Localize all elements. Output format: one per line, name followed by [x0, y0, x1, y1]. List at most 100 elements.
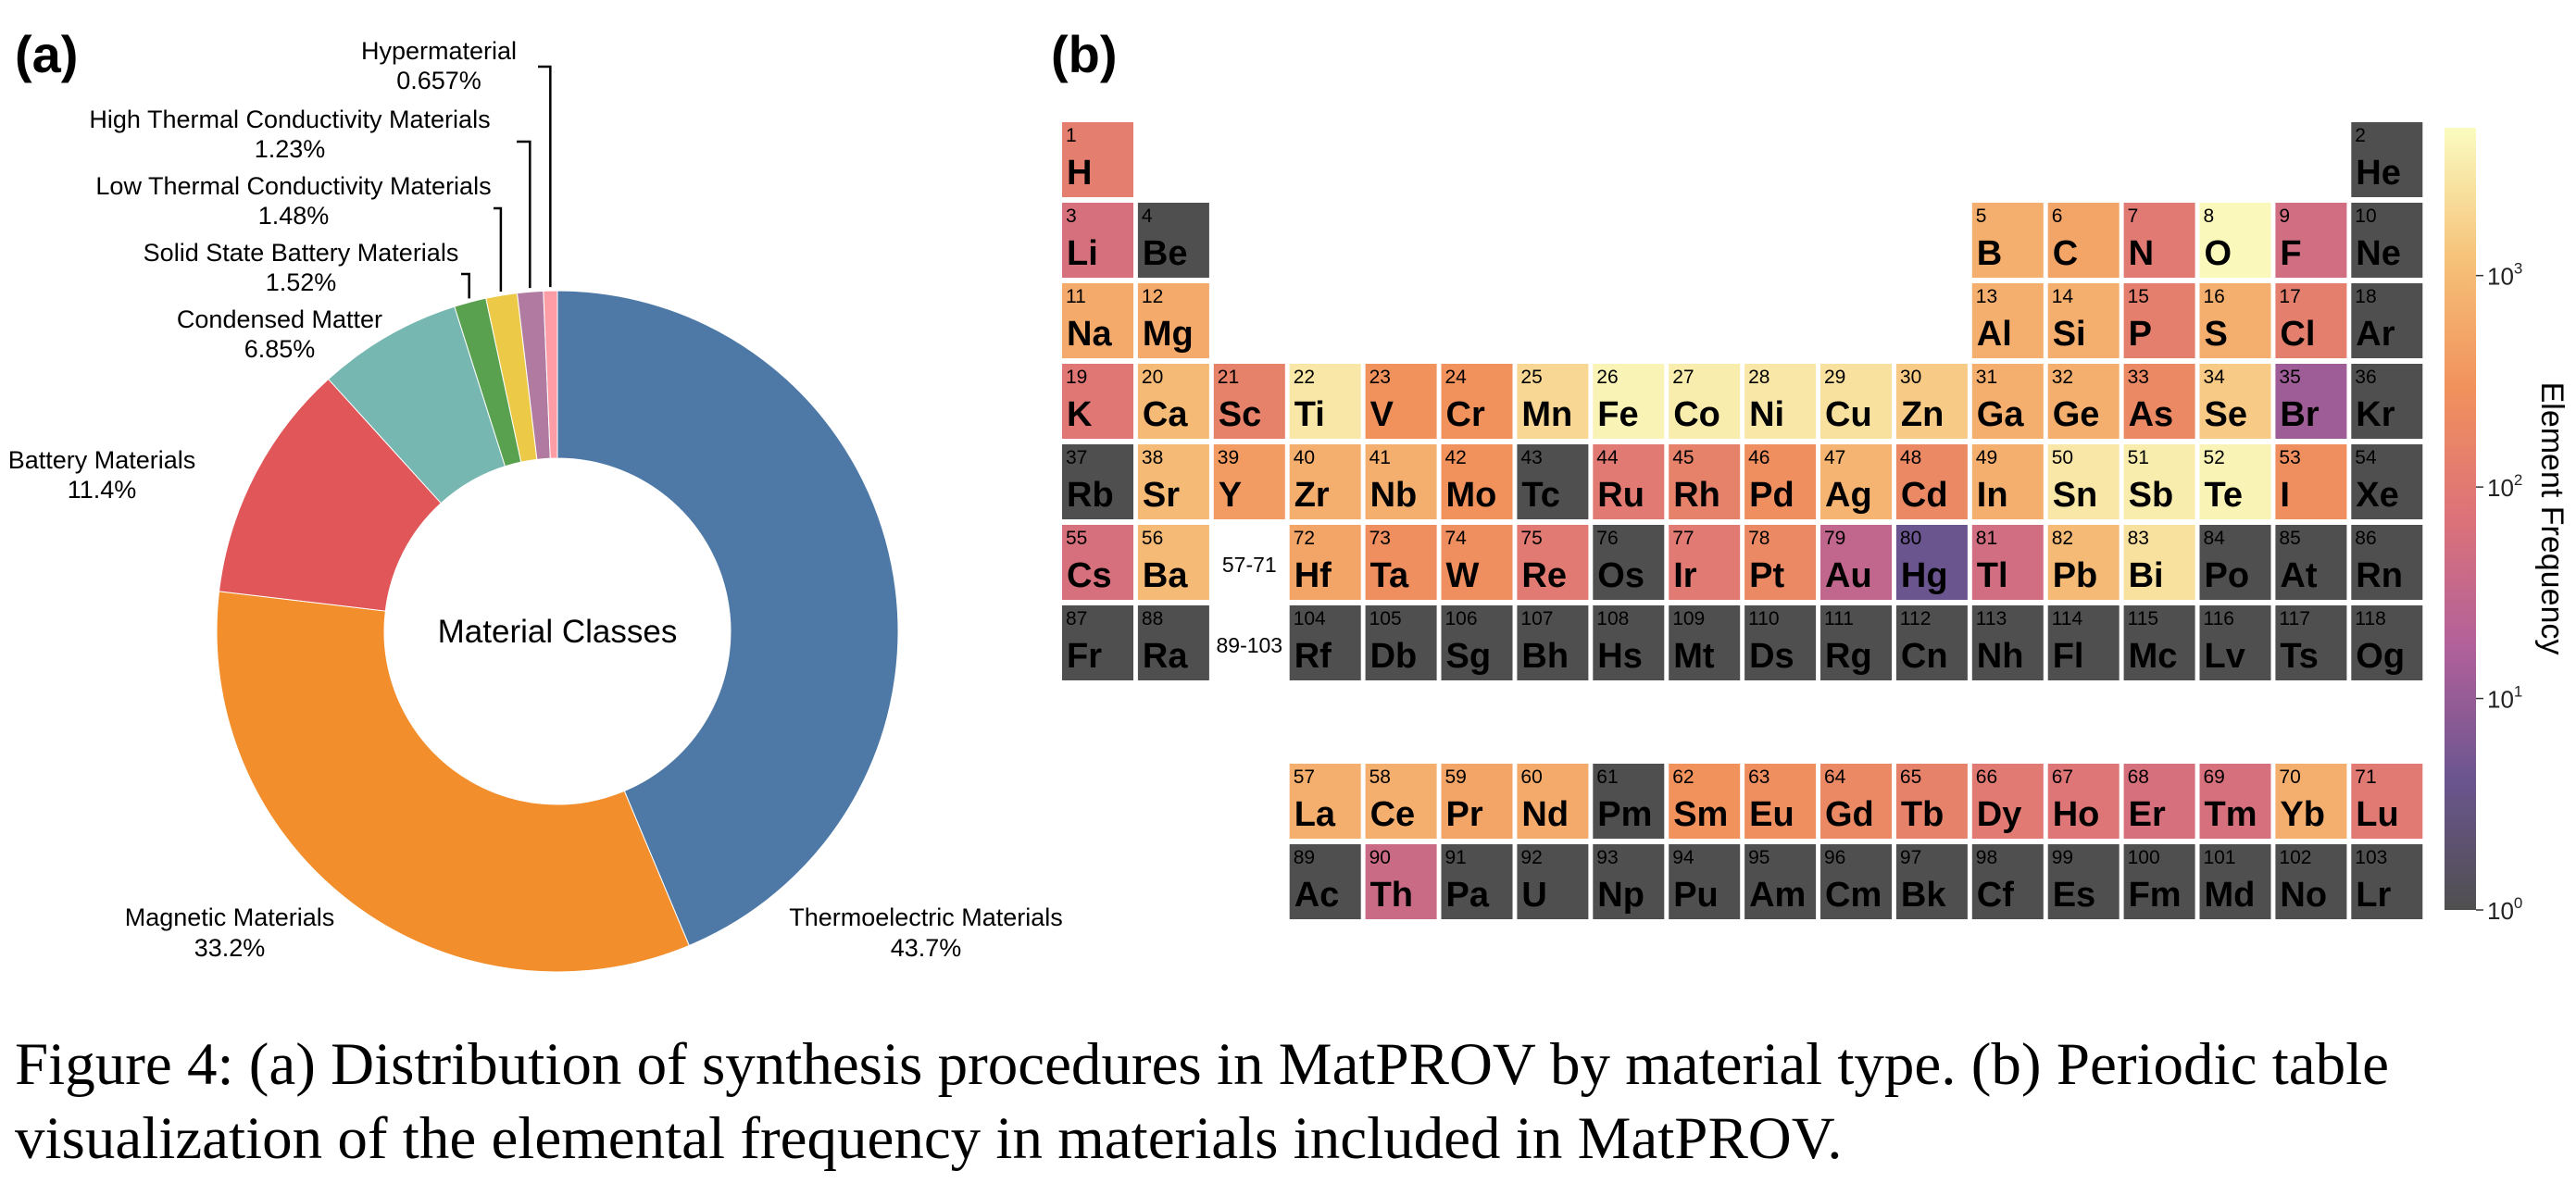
element-symbol: Es [2053, 876, 2095, 915]
element-cell-bg [1820, 444, 1892, 519]
element-cell-bg [1971, 844, 2044, 919]
element-cell-bg [1289, 364, 1361, 439]
element-cell-bg [1365, 764, 1437, 839]
element-symbol: Cm [1825, 876, 1882, 915]
element-number: 11 [1066, 286, 1086, 307]
element-cell-bg [1517, 364, 1589, 439]
element-symbol: Fm [2129, 876, 2182, 915]
element-number: 72 [1294, 528, 1315, 549]
donut-label-pct: 11.4% [68, 476, 137, 504]
element-cell-s: 16S [2199, 283, 2271, 358]
element-symbol: N [2129, 234, 2154, 273]
element-cell-bg [1669, 605, 1741, 680]
element-number: 89 [1294, 847, 1315, 868]
element-cell-bg [2351, 844, 2423, 919]
element-symbol: Hg [1901, 556, 1948, 595]
element-cell-bg [1669, 844, 1741, 919]
element-symbol: Ar [2356, 315, 2395, 354]
element-cell-bg [1289, 764, 1361, 839]
element-cell-bg [1971, 444, 2044, 519]
element-cell-bg [1593, 364, 1665, 439]
panel-b-label: (b) [1051, 25, 1118, 83]
element-symbol: O [2205, 234, 2232, 273]
element-cell-be: 4Be [1137, 203, 1209, 278]
element-number: 78 [1748, 528, 1769, 549]
element-symbol: Cu [1825, 395, 1872, 434]
element-cell-bg [1669, 364, 1741, 439]
element-number: 50 [2052, 447, 2073, 468]
element-symbol: Nb [1370, 476, 1418, 515]
donut-slice-battery-materials [218, 378, 443, 612]
element-number: 43 [1520, 447, 1542, 468]
element-symbol: Cf [1977, 876, 2014, 915]
element-symbol: S [2205, 315, 2228, 354]
element-symbol: Cn [1901, 637, 1948, 676]
element-cell-bg [1441, 844, 1513, 919]
colorbar-tick-label: 102 [2487, 471, 2522, 502]
element-number: 98 [1976, 847, 1997, 868]
element-symbol: B [1977, 234, 2002, 273]
element-symbol: Sb [2129, 476, 2174, 515]
element-number: 96 [1824, 847, 1845, 868]
element-cell-bg [1820, 764, 1892, 839]
colorbar-tick-label: 100 [2487, 894, 2522, 925]
element-symbol: Ni [1749, 395, 1784, 434]
element-number: 76 [1596, 528, 1618, 549]
element-cell-bg [2199, 844, 2271, 919]
element-number: 28 [1748, 367, 1769, 388]
element-cell-bg [1744, 444, 1817, 519]
element-symbol: Se [2205, 395, 2247, 434]
element-cell-y: 39Y [1213, 444, 1285, 519]
element-symbol: Ir [1673, 556, 1697, 595]
element-number: 54 [2355, 447, 2377, 468]
element-number: 18 [2355, 286, 2376, 307]
colorbar-tick-label: 101 [2487, 683, 2522, 714]
element-number: 75 [1520, 528, 1542, 549]
element-number: 33 [2128, 367, 2149, 388]
donut-center-label: Material Classes [438, 614, 678, 650]
element-number: 105 [1369, 608, 1402, 629]
element-number: 13 [1976, 286, 1997, 307]
element-cell-bg [1137, 283, 1209, 358]
element-number: 48 [1900, 447, 1921, 468]
element-cell-bg [1820, 844, 1892, 919]
element-symbol: Si [2053, 315, 2086, 354]
element-number: 41 [1369, 447, 1391, 468]
element-cell-bg [2123, 444, 2195, 519]
donut-label-name: Thermoelectric Materials [789, 903, 1063, 931]
element-number: 86 [2355, 528, 2376, 549]
element-cell-p: 15P [2123, 283, 2195, 358]
element-symbol: Ag [1825, 476, 1872, 515]
element-number: 47 [1824, 447, 1845, 468]
element-number: 92 [1520, 847, 1542, 868]
element-number: 116 [2204, 608, 2234, 629]
element-symbol: Mo [1446, 476, 1497, 515]
element-number: 12 [1142, 286, 1163, 307]
